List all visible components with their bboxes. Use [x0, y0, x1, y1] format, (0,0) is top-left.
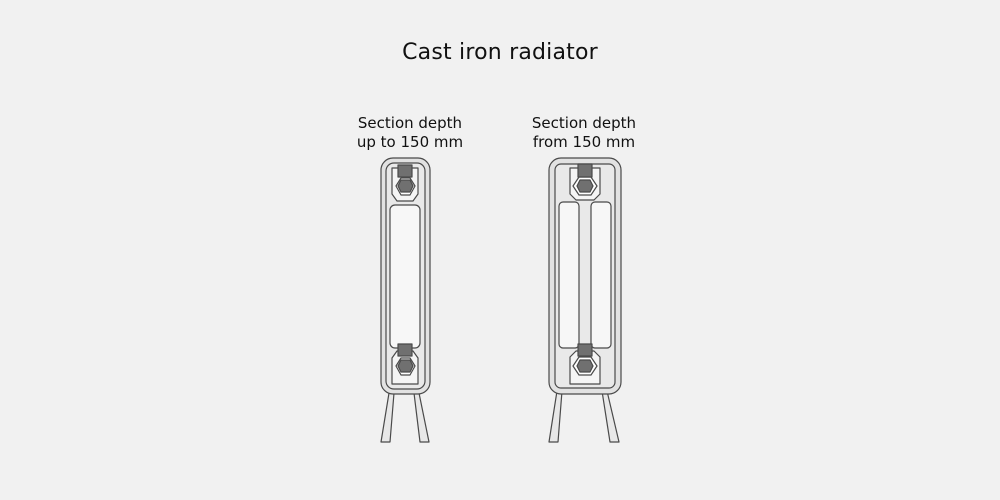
radiator-leg-left	[548, 390, 563, 443]
caption-wide-line2: from 150 mm	[532, 133, 636, 151]
water-channel	[389, 204, 421, 349]
water-channel-right	[590, 201, 612, 349]
bottom-nipple	[397, 343, 413, 357]
radiator-section-narrow	[380, 157, 431, 443]
caption-narrow-line1: Section depth	[357, 114, 463, 132]
radiator-section-wide	[548, 157, 622, 443]
diagram-title: Cast iron radiator	[402, 40, 598, 65]
top-nipple-hex	[397, 179, 414, 193]
caption-narrow-section: Section depth up to 150 mm	[310, 114, 510, 152]
caption-wide-line1: Section depth	[531, 114, 637, 132]
bottom-nipple	[577, 343, 593, 357]
bottom-nipple-hex	[576, 359, 594, 373]
top-nipple-hex	[576, 179, 594, 193]
radiator-leg-right	[413, 392, 430, 443]
water-channel-left	[558, 201, 580, 349]
top-nipple	[577, 163, 593, 178]
radiator-leg-right	[601, 390, 620, 443]
radiator-leg-left	[380, 392, 395, 443]
bottom-nipple-hex	[397, 359, 414, 373]
caption-narrow-line2: up to 150 mm	[356, 133, 464, 151]
top-nipple	[397, 164, 413, 178]
caption-wide-section: Section depth from 150 mm	[484, 114, 684, 152]
